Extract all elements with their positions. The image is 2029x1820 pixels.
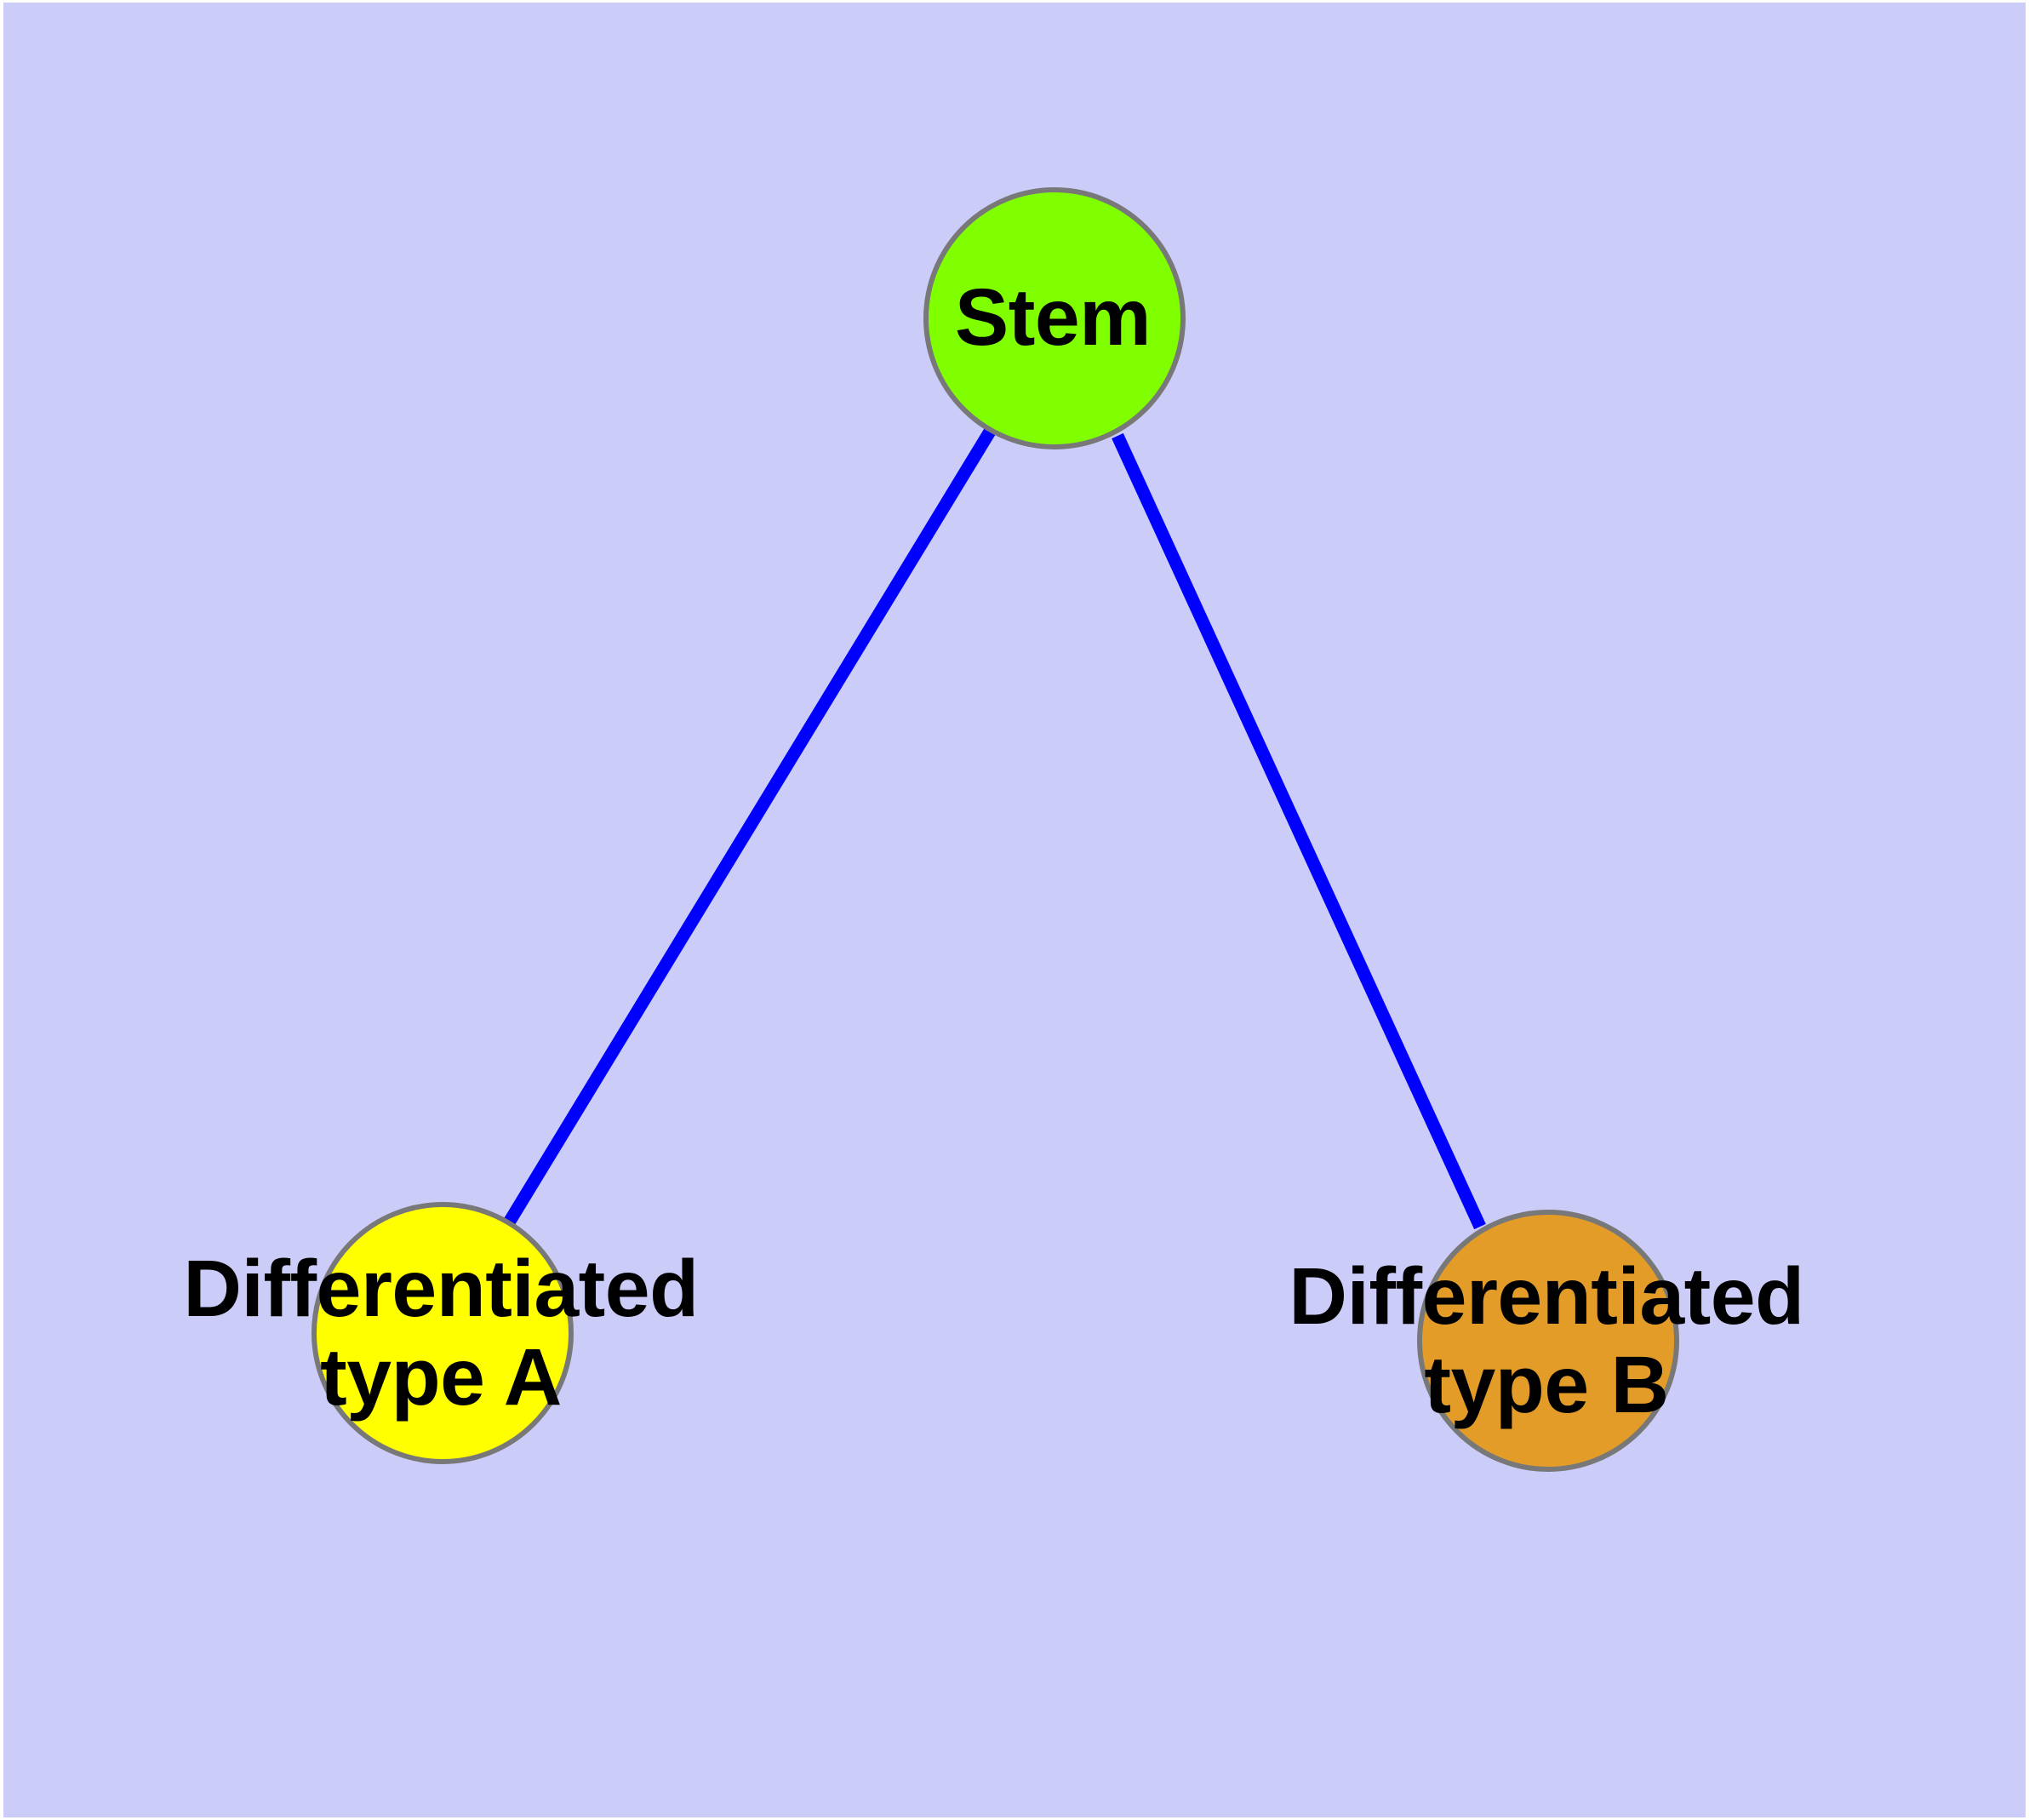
node-label-differentiated-type-a: Differentiated type A <box>183 1244 699 1422</box>
node-stem[interactable] <box>923 187 1186 449</box>
node-label-stem: Stem <box>954 272 1152 363</box>
edge-layer <box>503 428 1486 1230</box>
graph-plot-area: Stem Differentiated type A Differentiate… <box>3 3 2026 1817</box>
node-label-differentiated-type-b: Differentiated type B <box>1289 1251 1804 1430</box>
node-differentiated-type-a[interactable] <box>311 1202 574 1464</box>
node-differentiated-type-b[interactable] <box>1417 1210 1679 1472</box>
edge-stem-to-differentiated-type-a <box>503 428 996 1226</box>
edge-stem-to-differentiated-type-b <box>1112 432 1486 1230</box>
